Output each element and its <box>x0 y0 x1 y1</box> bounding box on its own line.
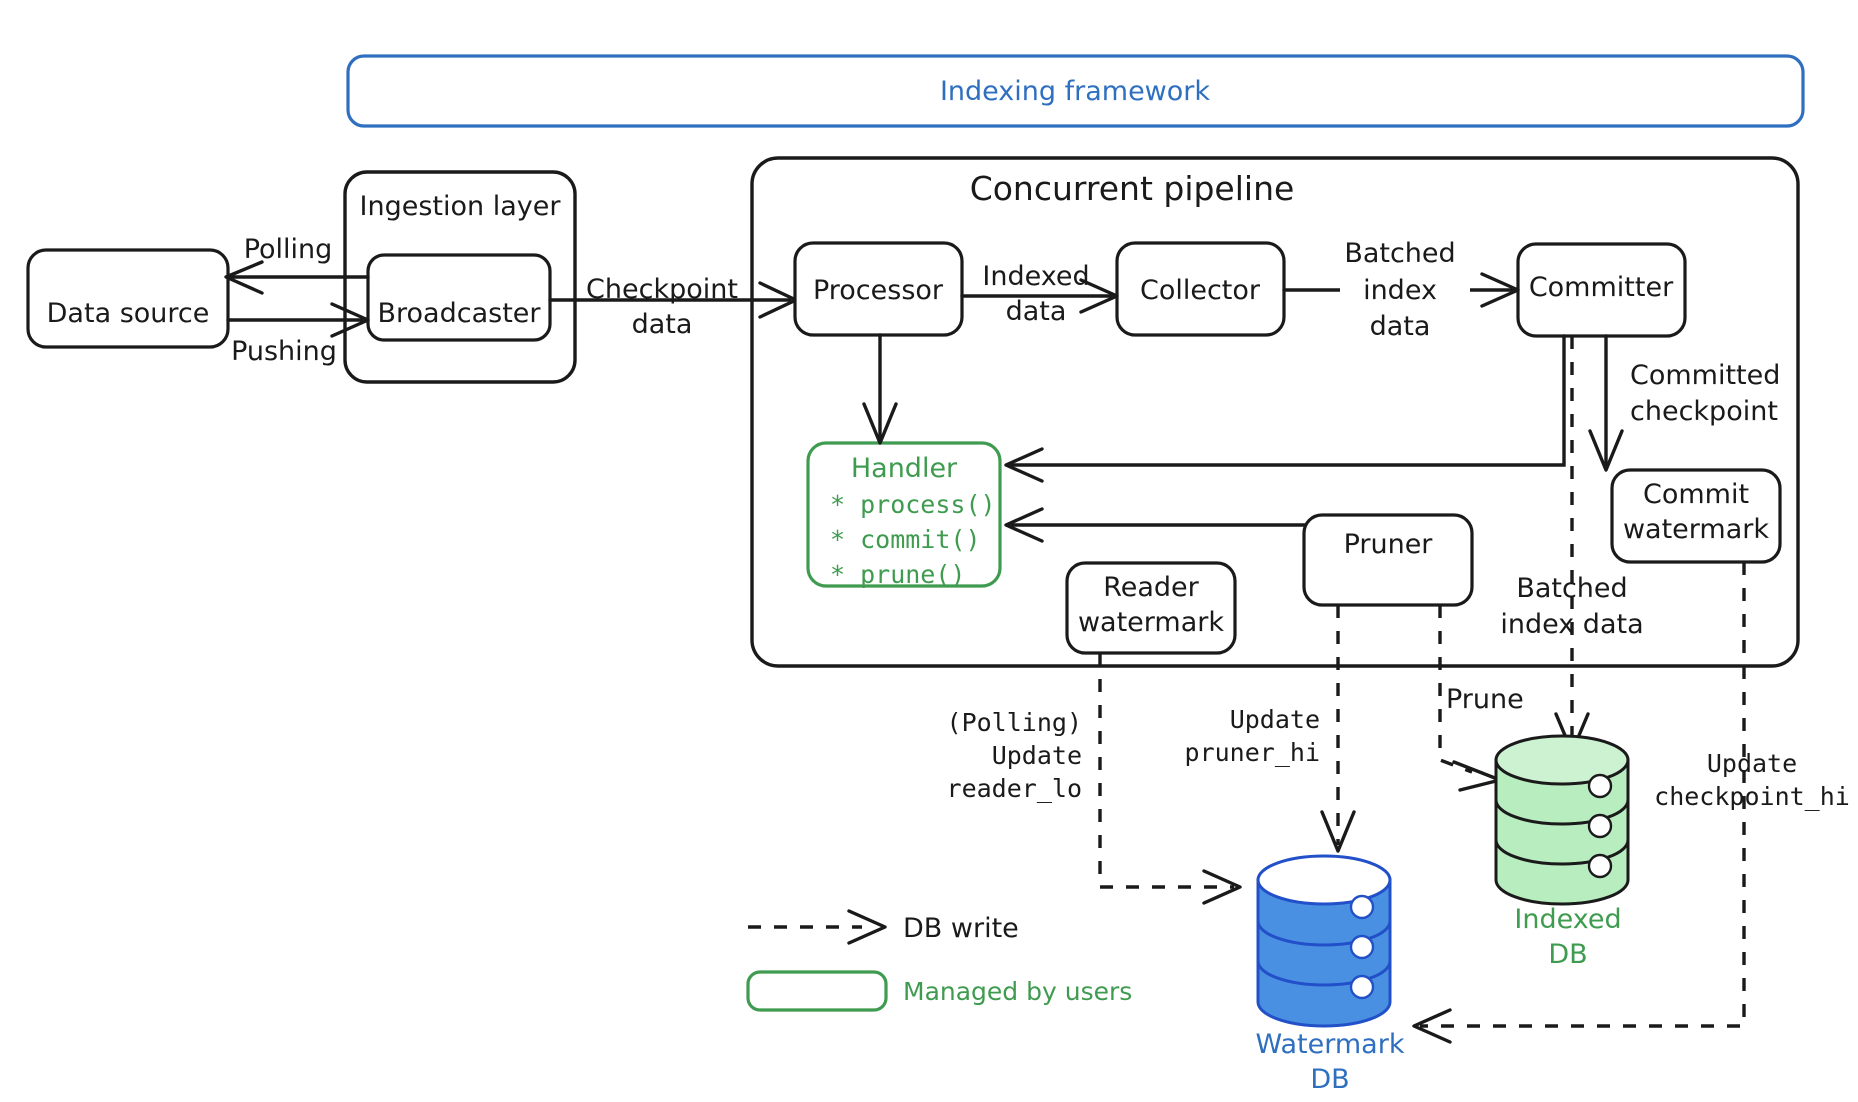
database-indexed-db[interactable] <box>1494 734 1630 906</box>
legend-db-write-arrowhead <box>847 909 887 945</box>
edge-prune-arrowhead <box>1452 760 1502 792</box>
handler-title: Handler <box>851 453 958 484</box>
node-pruner[interactable] <box>1302 513 1474 607</box>
edge-update-checkpoint-hi-arrowhead <box>1412 1008 1452 1044</box>
handler-method-prune: * prune() <box>830 560 965 589</box>
watermark-db-dot-3 <box>1349 974 1375 1000</box>
collector-label: Collector <box>1140 275 1261 306</box>
node-data-source[interactable] <box>26 248 230 349</box>
node-commit-watermark[interactable] <box>1610 468 1782 564</box>
watermark-db-dot-1 <box>1349 894 1375 920</box>
legend-db-write-label: DB write <box>903 913 1019 944</box>
edge-indexed-data-arrowhead <box>1079 278 1119 314</box>
edge-polling-paren-label: (Polling) <box>947 708 1082 737</box>
edge-committed-checkpoint-arrowhead <box>1588 429 1624 472</box>
edge-indexed-data-label-2: data <box>1006 296 1067 327</box>
data-source-label: Data source <box>47 298 210 329</box>
edge-batched-index-data2-label-1: Batched <box>1516 573 1627 604</box>
watermark-db-divider-2 <box>1256 960 1392 987</box>
edge-prune-label: Prune <box>1446 684 1524 715</box>
commit-watermark-label-1: Commit <box>1643 479 1749 510</box>
ingestion-layer-title: Ingestion layer <box>360 191 562 222</box>
edge-update-pruner-hi-arrowhead <box>1320 810 1356 853</box>
edge-batched-index-data2-label-2: index data <box>1500 609 1643 640</box>
edge-committer-handler-arrowhead <box>1004 447 1044 483</box>
indexing-framework-container <box>346 54 1805 128</box>
legend-managed-label: Managed by users <box>903 977 1132 1006</box>
edge-update-pruner-label-2: pruner_hi <box>1185 738 1320 767</box>
edge-checkpoint-data-label-1: Checkpoint <box>586 274 738 305</box>
edge-batched-index-data-label-2: index <box>1363 275 1437 306</box>
edge-update-reader-label-1: Update <box>992 741 1082 770</box>
edge-update-reader-lo <box>1098 653 1234 889</box>
concurrent-pipeline-container <box>750 156 1800 668</box>
watermark-db-label-2: DB <box>1310 1064 1349 1095</box>
indexed-db-dot-1 <box>1587 773 1613 799</box>
indexing-framework-title: Indexing framework <box>940 76 1210 107</box>
handler-method-process: * process() <box>830 490 996 519</box>
edge-committer-handler <box>1010 334 1566 467</box>
edge-polling-arrowhead <box>224 260 264 295</box>
processor-label: Processor <box>813 275 944 306</box>
edge-pruner-handler-arrowhead <box>1004 507 1044 543</box>
database-watermark-db[interactable] <box>1256 854 1392 1028</box>
indexed-db-label-2: DB <box>1548 939 1587 970</box>
edge-indexed-data-label-1: Indexed <box>982 261 1089 292</box>
concurrent-pipeline-title: Concurrent pipeline <box>970 169 1295 208</box>
broadcaster-label: Broadcaster <box>378 298 542 329</box>
edge-pushing-label: Pushing <box>231 336 337 367</box>
watermark-db-divider-1 <box>1256 920 1392 947</box>
handler-method-commit: * commit() <box>830 525 981 554</box>
committer-label: Committer <box>1529 272 1674 303</box>
indexed-db-divider-2 <box>1494 839 1630 866</box>
edge-update-checkpoint-label-1: Update <box>1707 749 1797 778</box>
edge-update-reader-label-2: reader_lo <box>947 774 1082 803</box>
node-broadcaster[interactable] <box>366 253 552 342</box>
watermark-db-label-1: Watermark <box>1256 1029 1405 1060</box>
edge-committed-checkpoint-label-2: checkpoint <box>1630 396 1778 427</box>
edge-batched-index-data-arrowhead <box>1480 272 1520 308</box>
commit-watermark-label-2: watermark <box>1623 514 1769 545</box>
indexed-db-dot-3 <box>1587 853 1613 879</box>
node-handler[interactable] <box>806 441 1002 588</box>
watermark-db-dot-2 <box>1349 934 1375 960</box>
watermark-db-top <box>1256 854 1392 906</box>
edge-batched-label-bg <box>1340 240 1470 348</box>
edge-batched-index-data-label-3: data <box>1370 311 1431 342</box>
pruner-label: Pruner <box>1344 529 1434 560</box>
edge-processor-handler-arrowhead <box>862 402 898 445</box>
edge-update-reader-lo-arrowhead <box>1202 869 1242 905</box>
indexed-db-dot-2 <box>1587 813 1613 839</box>
edge-update-checkpoint-label-2: checkpoint_hi <box>1654 782 1850 811</box>
edge-checkpoint-data-label-2: data <box>632 309 693 340</box>
indexed-db-divider-1 <box>1494 799 1630 826</box>
edge-update-checkpoint-hi <box>1420 562 1746 1028</box>
edge-pushing-arrowhead <box>330 302 370 338</box>
indexed-db-label-1: Indexed <box>1514 904 1621 935</box>
reader-watermark-label-1: Reader <box>1103 572 1199 603</box>
indexed-db-top <box>1494 734 1630 786</box>
edge-batched-index-data-label-1: Batched <box>1344 238 1455 269</box>
node-reader-watermark[interactable] <box>1065 561 1237 655</box>
edge-committed-checkpoint-label-1: Committed <box>1630 360 1780 391</box>
reader-watermark-label-2: watermark <box>1078 607 1224 638</box>
edge-polling-label: Polling <box>244 234 333 265</box>
legend-managed-swatch <box>746 970 888 1012</box>
edge-update-pruner-label-1: Update <box>1230 705 1320 734</box>
